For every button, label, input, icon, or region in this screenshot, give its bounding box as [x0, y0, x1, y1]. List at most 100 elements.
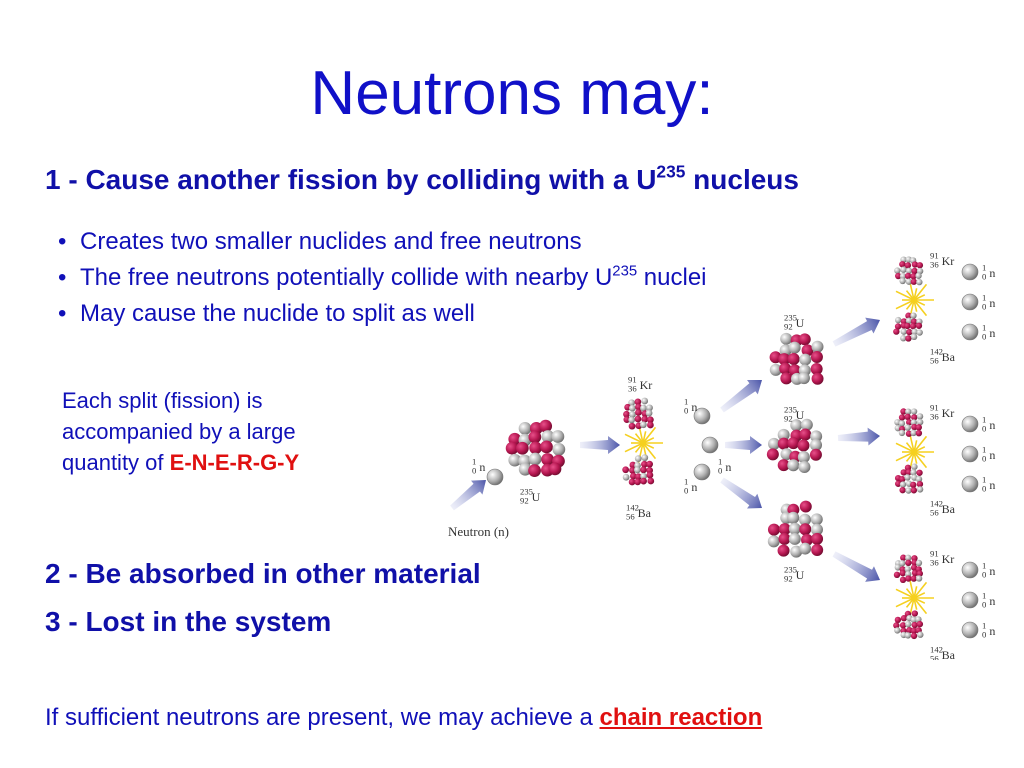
- nucleon: [810, 351, 823, 364]
- nucleon: [911, 328, 918, 335]
- nucleon: [548, 462, 562, 476]
- nucleon: [799, 500, 812, 513]
- flash-ray: [913, 586, 918, 599]
- nucleon: [915, 559, 923, 567]
- nucleon: [910, 333, 918, 341]
- nucleon: [910, 627, 918, 634]
- nucleon: [628, 422, 636, 430]
- neutron-ball: [961, 445, 979, 463]
- nucleon: [777, 544, 790, 557]
- nucleon: [788, 522, 801, 535]
- nucleon: [634, 478, 642, 486]
- nucleon: [810, 363, 823, 376]
- flash-ray: [642, 442, 657, 460]
- nucleon: [778, 532, 791, 545]
- nucleon: [904, 565, 911, 573]
- nucleon: [899, 476, 906, 483]
- nucleon: [905, 312, 912, 319]
- arrow: [837, 427, 881, 446]
- nucleon: [899, 261, 906, 268]
- nucleon: [911, 414, 918, 421]
- nucleon: [788, 532, 801, 545]
- flash-ray: [913, 299, 926, 306]
- nucleon: [628, 399, 636, 407]
- nucleon: [900, 335, 907, 342]
- neutron-ball: [961, 561, 979, 579]
- nucleon: [640, 466, 647, 474]
- nucleon: [767, 535, 780, 548]
- nucleon: [916, 329, 923, 336]
- nucleon: [898, 429, 906, 437]
- nucleon: [797, 451, 810, 464]
- flash-ray: [913, 446, 926, 453]
- nucleon: [904, 413, 911, 421]
- nucleon: [641, 454, 649, 462]
- neutron-ball: [961, 323, 979, 341]
- krypton-fragment: [894, 408, 924, 437]
- nucleon: [900, 554, 907, 561]
- nucleon: [779, 344, 792, 357]
- flash-ray: [913, 581, 928, 599]
- barium-fragment: [894, 463, 924, 494]
- nucleon: [780, 332, 793, 345]
- fission-flash: [895, 280, 934, 320]
- nucleon: [900, 328, 907, 335]
- nucleon: [904, 474, 911, 481]
- nucleon: [640, 477, 647, 485]
- footer-line: If sufficient neutrons are present, we m…: [45, 704, 762, 732]
- nucleon: [539, 419, 553, 433]
- nucleon: [910, 429, 917, 437]
- flash-ray: [913, 299, 928, 317]
- note-line: quantity of E-N-E-R-G-Y: [62, 447, 392, 478]
- nucleon: [905, 559, 912, 567]
- uranium-nucleus: [766, 418, 823, 474]
- fission-flash: [624, 423, 663, 463]
- nucleon: [810, 430, 823, 443]
- flash-ray: [895, 290, 915, 301]
- nucleon: [767, 523, 780, 536]
- flash-ray: [913, 294, 926, 301]
- neutron-ball: [961, 263, 979, 281]
- nucleon: [811, 340, 824, 353]
- nucleon: [629, 404, 636, 412]
- flash-ray: [895, 299, 915, 310]
- nucleon: [799, 513, 812, 526]
- uranium-nucleus: [505, 419, 566, 478]
- nucleon: [895, 316, 902, 324]
- nucleon: [622, 466, 630, 474]
- nucleon: [552, 442, 566, 456]
- bullet-glyph: •: [58, 300, 67, 327]
- flash-ray: [905, 588, 915, 599]
- nucleon: [515, 441, 529, 455]
- nucleon: [899, 576, 907, 584]
- nucleus-group: [505, 256, 924, 640]
- nucleon: [766, 448, 779, 461]
- barium-fragment: [893, 610, 924, 640]
- neutron-ball: [961, 621, 979, 639]
- nucleon: [910, 487, 918, 494]
- nucleon: [790, 419, 803, 432]
- nucleon: [906, 328, 913, 336]
- krypton-fragment: [893, 554, 923, 584]
- nucleon: [801, 344, 814, 357]
- nucleon: [646, 460, 653, 468]
- nucleon: [905, 408, 912, 415]
- flash-ray: [913, 451, 918, 464]
- nucleon: [646, 404, 653, 412]
- chain-reaction-link[interactable]: chain reaction: [599, 704, 763, 731]
- nucleon: [629, 411, 636, 418]
- bullet-text: The free neutrons potentially collide wi…: [80, 264, 613, 291]
- nucleon: [910, 575, 917, 582]
- nucleon: [787, 459, 800, 472]
- bullet-glyph: •: [58, 228, 67, 255]
- nucleon: [906, 419, 913, 426]
- nucleon: [904, 272, 912, 280]
- point-3: 3 - Lost in the system: [45, 606, 332, 637]
- nucleon: [905, 468, 912, 476]
